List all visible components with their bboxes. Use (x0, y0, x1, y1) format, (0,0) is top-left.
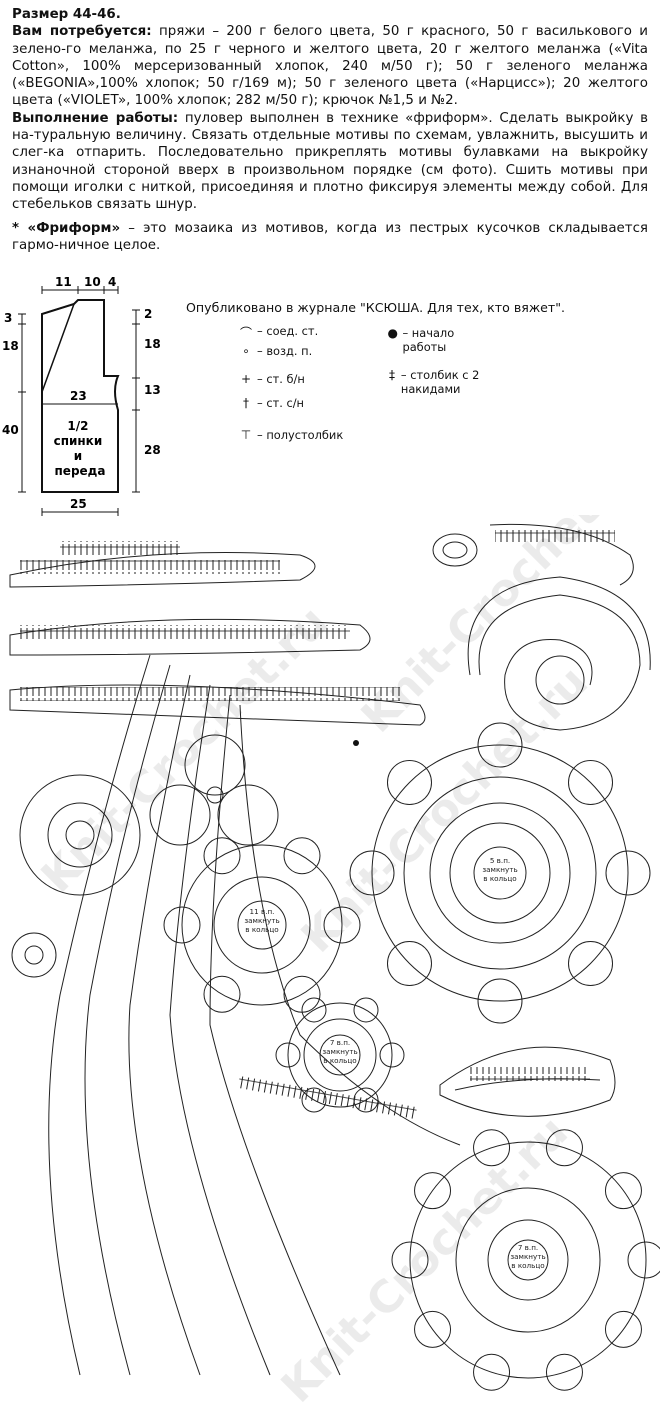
dim-right-1: 2 (144, 307, 152, 321)
bigflower-petal (386, 759, 432, 805)
chain-stitch-icon: ∘ (242, 344, 250, 358)
bigflower-petal (477, 978, 523, 1024)
dim-left-2: 18 (2, 339, 19, 353)
dim-top-1: 11 (55, 275, 72, 289)
dim-right-4: 28 (144, 443, 161, 457)
watermark-1: Knit-Crochet.ru (32, 597, 338, 903)
materials-label: Вам потребуется: (12, 24, 152, 40)
materials-paragraph: Вам потребуется: пряжи – 200 г белого цв… (12, 23, 648, 109)
flower11-petal (283, 837, 321, 875)
double-crochet-icon: † (243, 396, 249, 410)
curl-stitch-row (495, 529, 615, 543)
bigflower-petal (349, 850, 395, 896)
legend-slip-stitch: ⌒– соед. ст. (239, 324, 319, 340)
leaf-stitch-row-3 (20, 687, 400, 701)
watermark-3: Knit-Crochet.ru (352, 515, 658, 743)
single-crochet-icon: + (240, 372, 252, 386)
dim-right-2: 18 (144, 337, 161, 351)
flower7b-petal (391, 1241, 429, 1279)
work-label: Выполнение работы: (12, 110, 179, 126)
bigflower-petal (477, 722, 523, 768)
size-line: Размер 44-46. (12, 7, 121, 22)
work-paragraph: Выполнение работы: пуловер выполнен в те… (12, 110, 648, 214)
leaf-stitch-row-1 (20, 560, 280, 574)
leaf-stitch-row-2 (20, 625, 350, 639)
bigflower-petal (605, 850, 651, 896)
stem-stitch-row (237, 1075, 418, 1121)
leaf-motif-1 (9, 552, 426, 726)
dim-left-3: 40 (2, 423, 19, 437)
treble-crochet-icon: ‡ (388, 368, 395, 382)
flower7b-petal (545, 1353, 583, 1391)
flower7b-petal (473, 1129, 511, 1167)
flower7a-petal (379, 1042, 405, 1068)
flower11-petal (203, 837, 241, 875)
dim-left-1: 3 (4, 311, 12, 325)
bigflower-petal (568, 759, 614, 805)
leaf-motif-2 (439, 1046, 616, 1117)
flower7a-petal (353, 997, 379, 1023)
schematic-center-label: 1/2 спинки и переда (54, 419, 107, 478)
flower7a-petal (353, 1087, 379, 1113)
start-dot-icon: ● (387, 326, 398, 340)
flower7b-petal (414, 1310, 452, 1348)
bigflower-petal (386, 941, 432, 987)
leaf2-stitch-row (470, 1067, 590, 1081)
big-flower-motif (371, 744, 629, 1002)
instructions-text: Размер 44-46. Вам потребуется: пряжи – 2… (12, 6, 648, 254)
legend-start: ●– начало работы (387, 326, 455, 354)
legend-single-crochet: +– ст. б/н (238, 372, 305, 386)
flower7b-petal (604, 1310, 642, 1348)
published-caption: Опубликовано в журнале "КСЮША. Для тех, … (186, 300, 566, 315)
flower7b-petal (604, 1172, 642, 1210)
legend-double-crochet: †– ст. с/н (238, 396, 304, 410)
slip-stitch-icon: ⌒ (239, 326, 252, 340)
garment-schematic: 11 10 4 3 18 40 2 18 13 28 23 25 1/2 спи… (2, 275, 161, 516)
legend-treble: ‡– столбик с 2 накидами (386, 368, 506, 396)
start-dot (353, 740, 359, 746)
dim-inner-width: 23 (70, 389, 87, 403)
flower7a-petal (275, 1042, 301, 1068)
dim-right-3: 13 (144, 383, 161, 397)
flower7b-petal (545, 1129, 583, 1167)
flower7b-petal (473, 1353, 511, 1391)
note-paragraph: * «Фриформ» – это мозаика из мотивов, ко… (12, 220, 648, 255)
legend-chain: ∘– возд. п. (238, 344, 312, 358)
materials-text: пряжи – 200 г белого цвета, 50 г красног… (12, 24, 648, 109)
note-label: * «Фриформ» (12, 220, 121, 236)
dim-top-3: 4 (108, 275, 116, 289)
legend-half-double: ⊤– полустолбик (238, 428, 343, 442)
flower11-petal (163, 906, 201, 944)
flower11-petal (323, 906, 361, 944)
bigflower-petal (568, 941, 614, 987)
small-flower-1 (19, 774, 141, 896)
flower7a-petal (301, 1087, 327, 1113)
tiny-flower (11, 932, 57, 978)
half-double-icon: ⊤ (240, 428, 252, 442)
flower-motif-7ch-b (409, 1141, 647, 1379)
small-flower-2 (149, 734, 279, 846)
leaf-stitch-row-1b (60, 541, 180, 555)
curl-motif (432, 523, 634, 586)
note-text: – это мозаика из мотивов, когда из пестр… (12, 220, 648, 253)
flower7b-petal (414, 1172, 452, 1210)
flower11-petal (203, 975, 241, 1013)
work-text: пуловер выполнен в технике «фриформ». Сд… (12, 110, 648, 213)
flower7b-petal (627, 1241, 660, 1279)
dim-bottom-width: 25 (70, 497, 87, 511)
flower-motif-7ch-a (287, 1002, 393, 1108)
flower7a-petal (301, 997, 327, 1023)
spiral-motif (467, 576, 651, 731)
dim-top-2: 10 (84, 275, 101, 289)
